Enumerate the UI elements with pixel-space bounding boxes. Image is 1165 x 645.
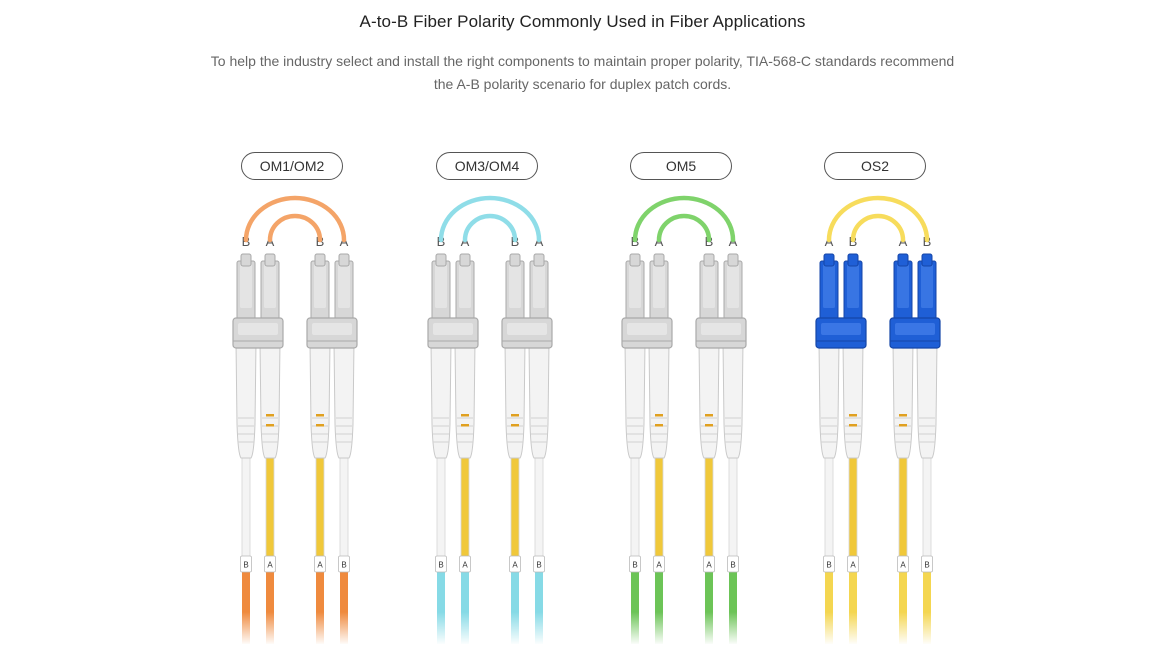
fiber-type-label: OS2 [824,152,926,180]
duplex-clip [815,317,867,349]
fiber-strand: A [892,253,914,644]
page-subtitle: To help the industry select and install … [210,53,955,92]
fiber-tag-letter: A [656,561,662,570]
fiber-strand: B [818,253,840,644]
fiber-label-tag [653,555,665,573]
fiber-tag-letter: B [826,561,831,570]
fiber-label-tag [240,555,252,573]
fiber-label-tag [533,555,545,573]
duplex-clip [232,317,284,349]
fiber-label-tag [264,555,276,573]
fiber-label-tag [897,555,909,573]
duplex-clip [889,317,941,349]
fiber-strand: A [454,253,476,644]
fiber-strand: B [235,253,257,644]
fiber-label-tag [703,555,715,573]
fiber-strand: A [648,253,670,644]
fiber-strand: B [528,253,550,644]
fiber-label-tag [435,555,447,573]
fiber-strand: A [842,253,864,644]
fiber-label-tag [314,555,326,573]
fiber-label-tag [823,555,835,573]
duplex-clip [621,317,673,349]
fiber-tag-letter: A [706,561,712,570]
fiber-tag-letter: A [462,561,468,570]
fiber-type-label: OM1/OM2 [241,152,343,180]
fiber-tag-letter: B [536,561,541,570]
fiber-label-tag [629,555,641,573]
inner-polarity-arc [656,213,712,243]
inner-polarity-arc [462,213,518,243]
outer-polarity-arc [438,195,542,243]
duplex-clip [427,317,479,349]
fiber-tag-letter: B [924,561,929,570]
fiber-tag-letter: A [267,561,273,570]
fiber-label-tag [338,555,350,573]
fiber-tag-letter: B [438,561,443,570]
fiber-tag-letter: A [317,561,323,570]
outer-polarity-arc [243,195,347,243]
outer-polarity-arc [632,195,736,243]
fiber-strand: B [722,253,744,644]
fiber-label-tag [847,555,859,573]
fiber-strand: B [333,253,355,644]
fiber-strand: B [916,253,938,644]
fiber-label-tag [459,555,471,573]
fiber-tag-letter: B [341,561,346,570]
outer-polarity-arc [826,195,930,243]
fiber-tag-letter: B [632,561,637,570]
fiber-type-label: OM5 [630,152,732,180]
fiber-label-tag [921,555,933,573]
fiber-tag-letter: A [850,561,856,570]
duplex-clip [306,317,358,349]
fiber-strand: A [504,253,526,644]
inner-polarity-arc [850,213,906,243]
duplex-clip [695,317,747,349]
fiber-strand: B [624,253,646,644]
fiber-strand: A [309,253,331,644]
page-title: A-to-B Fiber Polarity Commonly Used in F… [359,12,806,31]
fiber-strand: A [698,253,720,644]
inner-polarity-arc [267,213,323,243]
fiber-tag-letter: B [730,561,735,570]
fiber-type-label: OM3/OM4 [436,152,538,180]
fiber-label-tag [727,555,739,573]
fiber-strand: A [259,253,281,644]
fiber-tag-letter: B [243,561,248,570]
fiber-tag-letter: A [900,561,906,570]
fiber-strand: B [430,253,452,644]
duplex-clip [501,317,553,349]
fiber-tag-letter: A [512,561,518,570]
fiber-label-tag [509,555,521,573]
